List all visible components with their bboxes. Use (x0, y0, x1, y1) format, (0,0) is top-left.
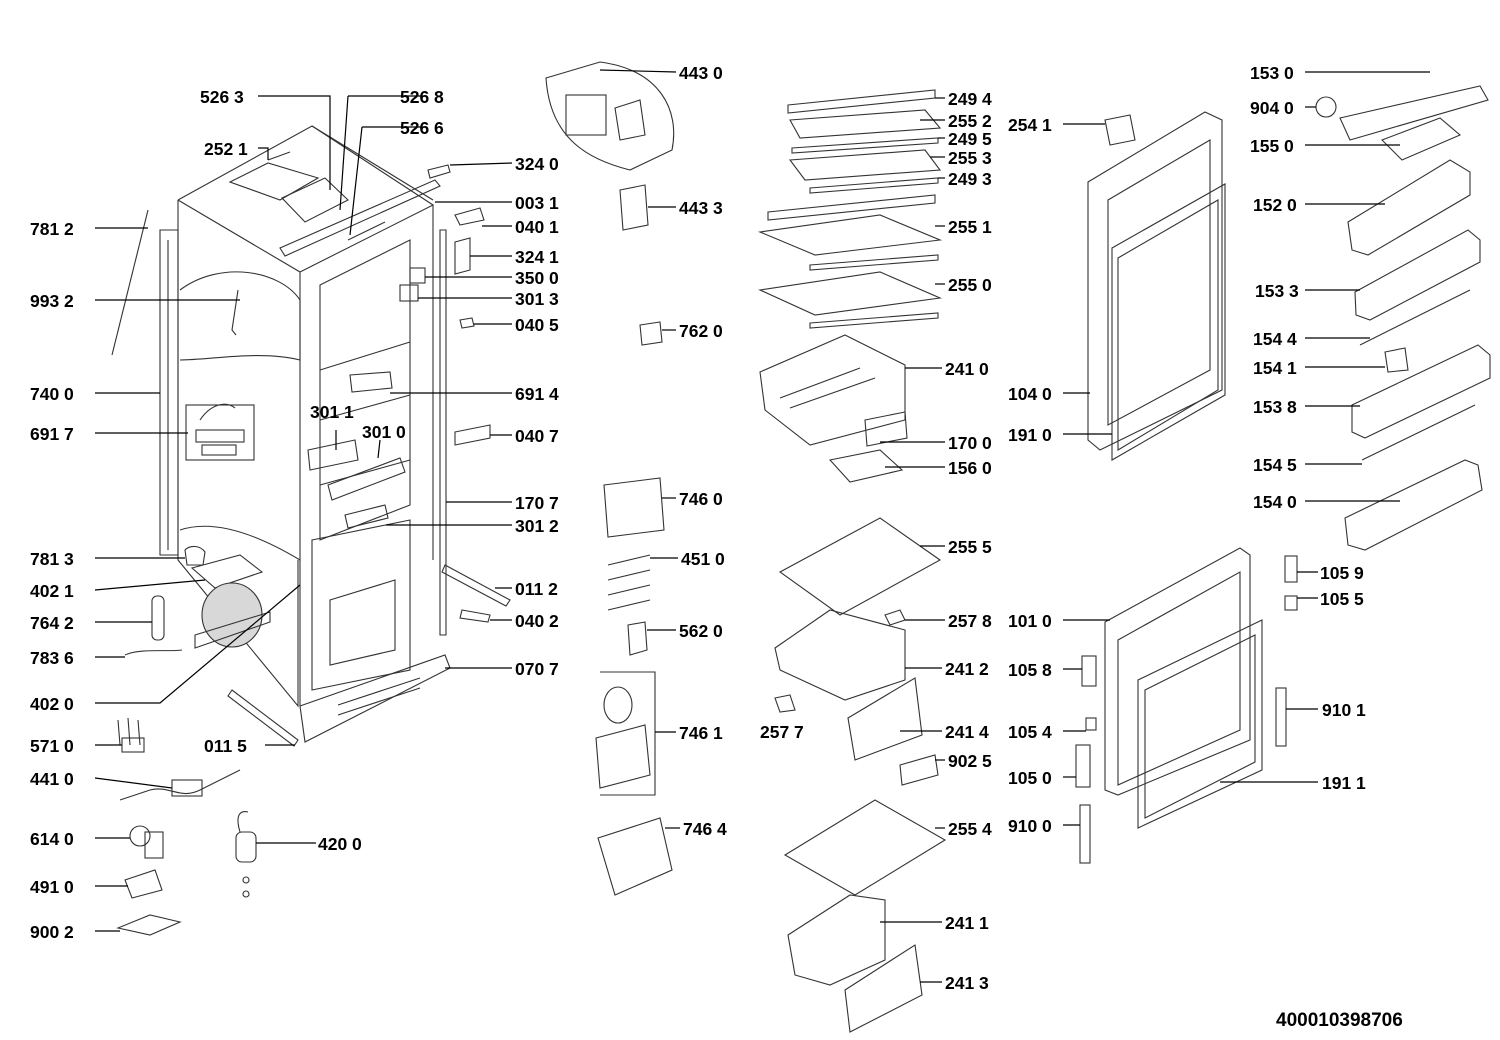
part-label-154-0: 154 0 (1253, 492, 1297, 512)
part-label-254-1: 254 1 (1008, 115, 1052, 135)
part-label-783-6: 783 6 (30, 648, 74, 668)
part-label-910-0: 910 0 (1008, 816, 1052, 836)
part-label-526-3: 526 3 (200, 87, 244, 107)
part-label-910-1: 910 1 (1322, 700, 1366, 720)
part-label-451-0: 451 0 (681, 549, 725, 569)
part-label-526-8: 526 8 (400, 87, 444, 107)
part-label-011-5: 011 5 (204, 736, 247, 756)
leader-lines (94, 69, 1430, 983)
part-label-040-2: 040 2 (515, 611, 559, 631)
part-label-257-7: 257 7 (760, 722, 804, 742)
part-label-324-1: 324 1 (515, 247, 559, 267)
part-label-526-6: 526 6 (400, 118, 444, 138)
part-label-153-0: 153 0 (1250, 63, 1294, 83)
part-label-154-1: 154 1 (1253, 358, 1297, 378)
part-label-255-2: 255 2 (948, 111, 992, 131)
part-labels: 526 3 526 8 526 6 252 1 324 0 003 1 040 … (30, 63, 1403, 1031)
doors (1075, 111, 1298, 864)
part-label-003-1: 003 1 (515, 193, 559, 213)
part-label-153-8: 153 8 (1253, 397, 1297, 417)
part-label-153-3: 153 3 (1255, 281, 1299, 301)
part-label-152-0: 152 0 (1253, 195, 1297, 215)
part-label-740-0: 740 0 (30, 384, 74, 404)
part-label-902-5: 902 5 (948, 751, 992, 771)
part-label-255-4: 255 4 (948, 819, 992, 839)
part-label-170-7: 170 7 (515, 493, 559, 513)
part-label-105-0: 105 0 (1008, 768, 1052, 788)
part-label-154-5: 154 5 (1253, 455, 1297, 475)
part-label-993-2: 993 2 (30, 291, 74, 311)
part-label-746-0: 746 0 (679, 489, 723, 509)
part-label-105-9: 105 9 (1320, 563, 1364, 583)
shelves-drawers (757, 89, 947, 1033)
part-label-402-1: 402 1 (30, 581, 74, 601)
part-label-441-0: 441 0 (30, 769, 74, 789)
part-label-420-0: 420 0 (318, 834, 362, 854)
part-label-255-5: 255 5 (948, 537, 992, 557)
part-label-156-0: 156 0 (948, 458, 992, 478)
part-label-255-1: 255 1 (948, 217, 992, 237)
door-balconies (1315, 85, 1491, 551)
part-label-255-3: 255 3 (948, 148, 992, 168)
part-label-101-0: 101 0 (1008, 611, 1052, 631)
part-label-764-2: 764 2 (30, 613, 74, 633)
part-label-301-1: 301 1 (310, 402, 354, 422)
part-label-443-0: 443 0 (679, 63, 723, 83)
part-label-040-1: 040 1 (515, 217, 559, 237)
part-label-301-0: 301 0 (362, 422, 406, 442)
part-label-155-0: 155 0 (1250, 136, 1294, 156)
part-label-154-4: 154 4 (1253, 329, 1297, 349)
part-label-241-2: 241 2 (945, 659, 989, 679)
part-label-562-0: 562 0 (679, 621, 723, 641)
part-label-252-1: 252 1 (204, 139, 248, 159)
part-label-104-0: 104 0 (1008, 384, 1052, 404)
part-label-241-1: 241 1 (945, 913, 989, 933)
part-label-105-5: 105 5 (1320, 589, 1364, 609)
part-label-746-1: 746 1 (679, 723, 723, 743)
part-label-301-3: 301 3 (515, 289, 559, 309)
part-label-241-3: 241 3 (945, 973, 989, 993)
part-label-040-7: 040 7 (515, 426, 559, 446)
part-label-571-0: 571 0 (30, 736, 74, 756)
part-label-191-1: 191 1 (1322, 773, 1366, 793)
top-control-parts (111, 151, 511, 747)
part-label-691-7: 691 7 (30, 424, 74, 444)
part-label-105-4: 105 4 (1008, 722, 1052, 742)
part-label-746-4: 746 4 (683, 819, 727, 839)
part-label-904-0: 904 0 (1250, 98, 1294, 118)
part-label-614-0: 614 0 (30, 829, 74, 849)
part-label-491-0: 491 0 (30, 877, 74, 897)
part-label-249-4: 249 4 (948, 89, 992, 109)
part-label-011-2: 011 2 (515, 579, 558, 599)
part-label-781-3: 781 3 (30, 549, 74, 569)
part-label-170-0: 170 0 (948, 433, 992, 453)
part-label-241-4: 241 4 (945, 722, 989, 742)
part-label-781-2: 781 2 (30, 219, 74, 239)
part-label-040-5: 040 5 (515, 315, 559, 335)
part-label-402-0: 402 0 (30, 694, 74, 714)
part-label-324-0: 324 0 (515, 154, 559, 174)
part-label-241-0: 241 0 (945, 359, 989, 379)
part-label-257-8: 257 8 (948, 611, 992, 631)
part-label-070-7: 070 7 (515, 659, 559, 679)
part-label-900-2: 900 2 (30, 922, 74, 942)
document-number: 400010398706 (1276, 1010, 1403, 1031)
part-label-105-8: 105 8 (1008, 660, 1052, 680)
middle-column-parts (545, 61, 675, 896)
part-label-691-4: 691 4 (515, 384, 559, 404)
part-label-301-2: 301 2 (515, 516, 559, 536)
part-label-191-0: 191 0 (1008, 425, 1052, 445)
part-label-443-3: 443 3 (679, 198, 723, 218)
compressor-parts (116, 545, 271, 936)
part-label-255-0: 255 0 (948, 275, 992, 295)
part-label-350-0: 350 0 (515, 268, 559, 288)
part-label-249-5: 249 5 (948, 129, 992, 149)
cabinet-body (159, 125, 451, 743)
part-label-762-0: 762 0 (679, 321, 723, 341)
part-label-249-3: 249 3 (948, 169, 992, 189)
